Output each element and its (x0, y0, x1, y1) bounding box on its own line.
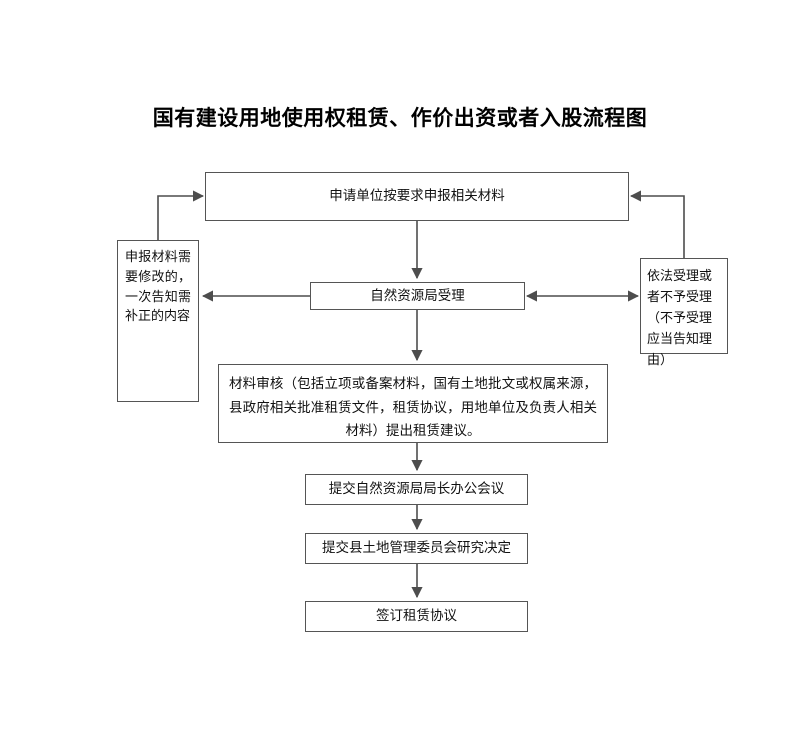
node-director-office-meeting[interactable]: 提交自然资源局局长办公会议 (305, 474, 528, 505)
node-sign-lease-agreement[interactable]: 签订租赁协议 (305, 601, 528, 632)
node-apply-submit-materials[interactable]: 申请单位按要求申报相关材料 (205, 172, 629, 221)
node-revise-materials-notice[interactable]: 申报材料需要修改的，一次告知需补正的内容 (117, 240, 199, 402)
node-land-management-committee[interactable]: 提交县土地管理委员会研究决定 (305, 533, 528, 564)
page-title: 国有建设用地使用权租赁、作价出资或者入股流程图 (152, 105, 648, 130)
edge-revise-to-apply (157, 190, 205, 240)
node-label: 提交县土地管理委员会研究决定 (322, 540, 511, 557)
node-label: 申报材料需要修改的，一次告知需补正的内容 (125, 250, 191, 325)
node-label: 签订租赁协议 (376, 608, 457, 625)
node-label: 材料审核（包括立项或备案材料，国有土地批文或权属来源，县政府相关批准租赁文件，租… (229, 376, 597, 440)
node-natural-resources-bureau-accept[interactable]: 自然资源局受理 (310, 282, 525, 310)
node-label: 依法受理或者不予受理（不予受理应当告知理由） (647, 269, 713, 369)
node-label: 自然资源局受理 (370, 287, 465, 304)
node-label: 申请单位按要求申报相关材料 (329, 188, 505, 205)
edge-lawful-to-apply (629, 190, 685, 258)
node-lawful-acceptance-or-refusal[interactable]: 依法受理或者不予受理（不予受理应当告知理由） (640, 258, 728, 368)
node-label: 提交自然资源局局长办公会议 (328, 481, 505, 498)
node-material-review[interactable]: 材料审核（包括立项或备案材料，国有土地批文或权属来源，县政府相关批准租赁文件，租… (218, 364, 608, 443)
